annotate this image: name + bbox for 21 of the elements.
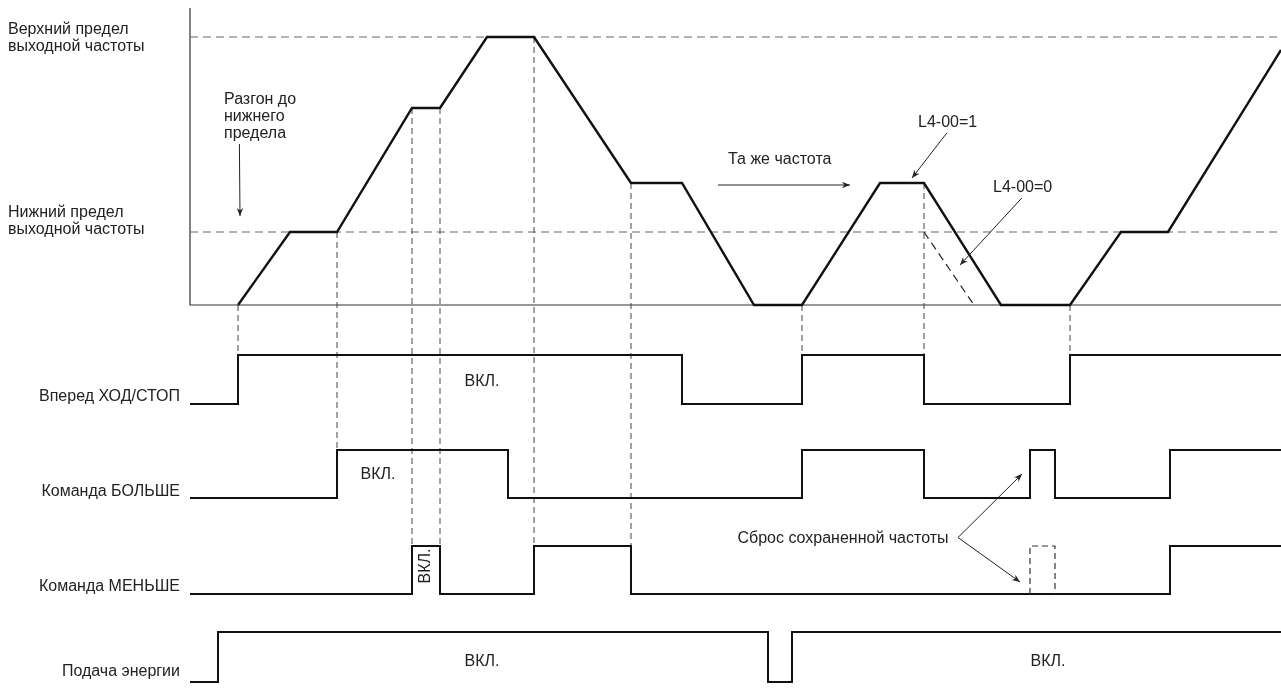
annotation-text: Та же частота [728,150,833,167]
leader-arrow [957,473,1023,538]
axis-label: Нижний предел выходной частоты [8,203,146,237]
leader-arrow [236,143,244,217]
state-label: ВКЛ. [1029,652,1067,669]
axis-label: Верхний предел выходной частоты [8,20,146,54]
annotation-text: Сброс сохраненной частоты [728,529,958,546]
signal-name: Подача энергии [60,662,180,679]
annotation-text: Разгон до нижнего предела [224,90,334,141]
signal-name: Команда МЕНЬШЕ [37,577,180,594]
state-label: ВКЛ. [463,372,501,389]
state-label: ВКЛ. [463,652,501,669]
signal-name: Вперед ХОД/СТОП [38,387,180,404]
state-label: ВКЛ. [359,465,397,482]
leader-arrow [959,197,1023,266]
state-label: ВКЛ. [417,548,434,584]
leader-arrow [911,132,948,179]
signal-name: Команда БОЛЬШЕ [40,482,180,499]
annotation-text: L4-00=1 [918,113,998,130]
leader-arrow [957,537,1021,583]
annotation-text: L4-00=0 [993,178,1073,195]
